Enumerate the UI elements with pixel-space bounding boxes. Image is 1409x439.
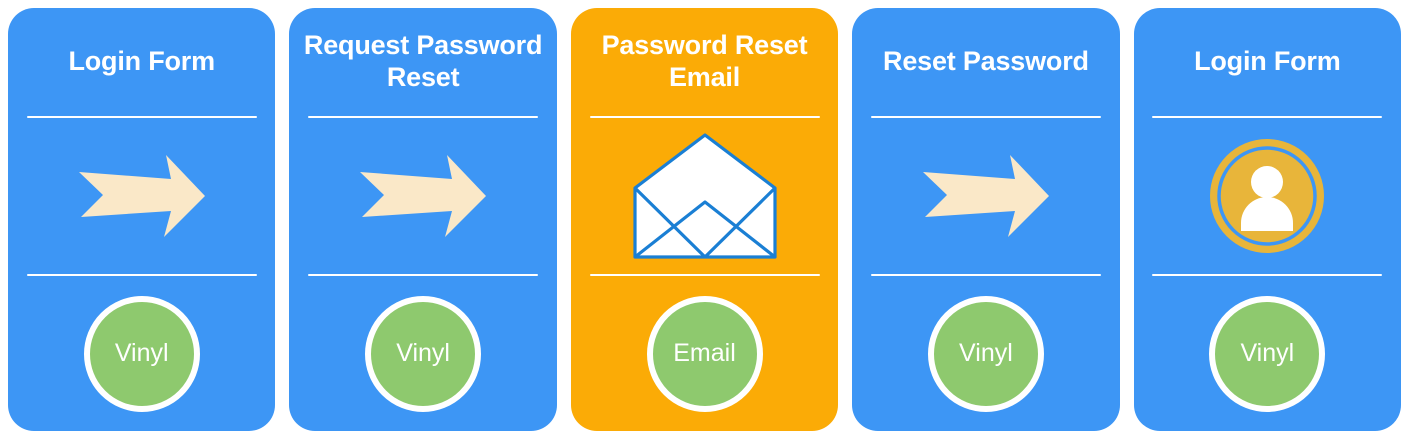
card-badge-zone: Email (571, 276, 838, 431)
card-icon-zone (289, 118, 556, 274)
card-icon-zone (1134, 118, 1401, 274)
card-icon-zone (571, 118, 838, 274)
card-badge[interactable]: Email (646, 295, 763, 412)
card-divider-bottom (870, 274, 1101, 276)
card-title: Request Password Reset (303, 30, 543, 92)
user-avatar-icon (1210, 139, 1325, 253)
card-badge[interactable]: Vinyl (365, 295, 482, 412)
card-badge[interactable]: Vinyl (1209, 295, 1326, 412)
arrow-right-icon (360, 155, 487, 237)
card-divider-top (308, 116, 539, 118)
card-badge-zone: Vinyl (852, 276, 1119, 431)
card-divider-top (870, 116, 1101, 118)
card-divider-bottom (1152, 274, 1383, 276)
card-title: Password Reset Email (601, 30, 808, 92)
arrow-right-icon (78, 155, 205, 237)
card-icon-zone (8, 118, 275, 274)
envelope-icon (632, 133, 777, 259)
card-badge-zone: Vinyl (8, 276, 275, 431)
card-icon-zone (852, 118, 1119, 274)
arrow-right-icon (922, 155, 1049, 237)
card-badge-zone: Vinyl (1134, 276, 1401, 431)
card-divider-top (1152, 116, 1383, 118)
card-badge-zone: Vinyl (289, 276, 556, 431)
card-badge[interactable]: Vinyl (927, 295, 1044, 412)
card-divider-bottom (308, 274, 539, 276)
card-divider-top (26, 116, 257, 118)
card-title: Reset Password (883, 46, 1089, 77)
card-badge[interactable]: Vinyl (83, 295, 200, 412)
card-title: Login Form (68, 46, 215, 77)
card-divider-bottom (589, 274, 820, 276)
card-title: Login Form (1194, 46, 1341, 77)
card-divider-top (589, 116, 820, 118)
card-divider-bottom (26, 274, 257, 276)
